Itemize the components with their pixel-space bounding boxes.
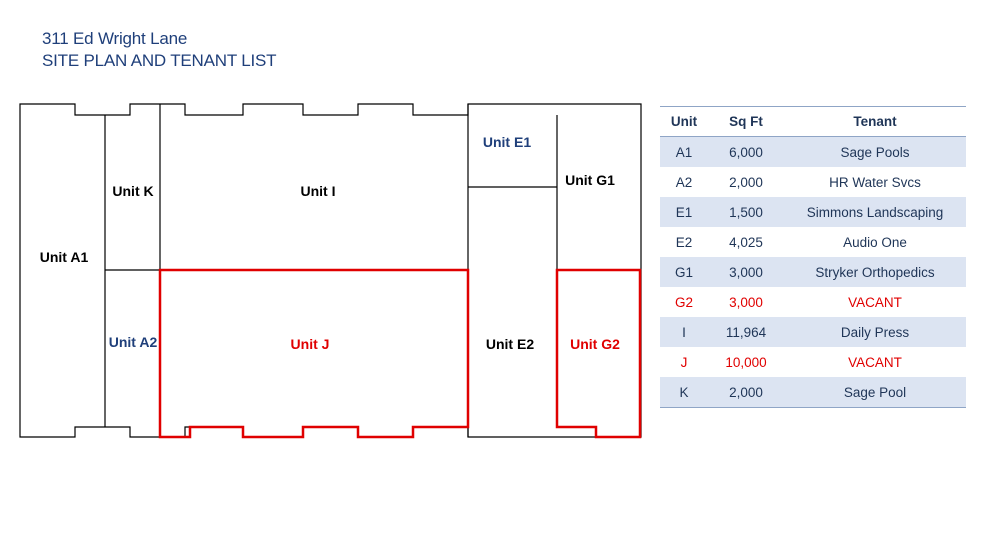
unit-e1-label: Unit E1 bbox=[483, 134, 531, 150]
tenant-cell: Audio One bbox=[843, 234, 907, 250]
table-row: E2 4,025 Audio One bbox=[660, 227, 966, 257]
sqft-cell: 3,000 bbox=[708, 257, 784, 287]
tenant-cell: Daily Press bbox=[784, 317, 966, 347]
unit-k-label: Unit K bbox=[112, 183, 153, 199]
table-row: G1 3,000 Stryker Orthopedics bbox=[660, 257, 966, 287]
column-header-tenant: Tenant bbox=[784, 106, 966, 137]
sqft-cell: 10,000 bbox=[725, 354, 767, 370]
address-title: 311 Ed Wright Lane bbox=[42, 29, 188, 48]
page-title-block: 311 Ed Wright Lane SITE PLAN AND TENANT … bbox=[42, 28, 277, 72]
tenant-table: Unit Sq Ft Tenant A1 6,000 Sage Pools A2… bbox=[660, 106, 966, 408]
tenant-cell: Sage Pools bbox=[784, 136, 966, 167]
unit-cell: A2 bbox=[675, 174, 693, 190]
tenant-cell: Stryker Orthopedics bbox=[784, 257, 966, 287]
column-header-unit: Unit bbox=[660, 106, 708, 137]
unit-a1-label: Unit A1 bbox=[40, 249, 89, 265]
sqft-cell: 11,964 bbox=[708, 317, 784, 347]
sqft-cell: 4,025 bbox=[729, 234, 763, 250]
unit-i-label: Unit I bbox=[301, 183, 336, 199]
table-row: K 2,000 Sage Pool bbox=[660, 377, 966, 408]
table-row: I 11,964 Daily Press bbox=[660, 317, 966, 347]
table-header-row: Unit Sq Ft Tenant bbox=[660, 106, 966, 137]
sqft-cell: 2,000 bbox=[708, 377, 784, 408]
table-row-vacant: G2 3,000 VACANT bbox=[660, 287, 966, 317]
tenant-cell: Simmons Landscaping bbox=[784, 197, 966, 227]
table-row: A1 6,000 Sage Pools bbox=[660, 136, 966, 167]
table-row-vacant: J 10,000 VACANT bbox=[660, 347, 966, 377]
table-row: E1 1,500 Simmons Landscaping bbox=[660, 197, 966, 227]
unit-a2-label: Unit A2 bbox=[109, 334, 158, 350]
unit-cell: J bbox=[680, 354, 688, 370]
unit-cell: E2 bbox=[675, 234, 693, 250]
unit-cell: I bbox=[660, 317, 708, 347]
unit-g1-label: Unit G1 bbox=[565, 172, 615, 188]
unit-cell: K bbox=[660, 377, 708, 408]
column-header-sqft: Sq Ft bbox=[708, 106, 784, 137]
sqft-cell: 3,000 bbox=[729, 294, 763, 310]
table-row: A2 2,000 HR Water Svcs bbox=[660, 167, 966, 197]
page-subtitle: SITE PLAN AND TENANT LIST bbox=[42, 51, 277, 70]
sqft-cell: 1,500 bbox=[708, 197, 784, 227]
unit-j-label: Unit J bbox=[291, 336, 330, 352]
unit-cell: G2 bbox=[674, 294, 693, 310]
site-plan-diagram: Unit A1 Unit K Unit A2 Unit I Unit J Uni… bbox=[19, 103, 642, 439]
tenant-cell: VACANT bbox=[848, 354, 902, 370]
sqft-cell: 2,000 bbox=[729, 174, 763, 190]
unit-cell: A1 bbox=[660, 136, 708, 167]
unit-cell: G1 bbox=[660, 257, 708, 287]
unit-j-highlight[interactable] bbox=[158, 268, 470, 439]
tenant-cell: HR Water Svcs bbox=[829, 174, 921, 190]
sqft-cell: 6,000 bbox=[708, 136, 784, 167]
unit-g2-highlight[interactable] bbox=[555, 268, 642, 439]
unit-cell: E1 bbox=[660, 197, 708, 227]
tenant-cell: Sage Pool bbox=[784, 377, 966, 408]
unit-e2-label: Unit E2 bbox=[486, 336, 534, 352]
unit-g2-label: Unit G2 bbox=[570, 336, 620, 352]
tenant-cell: VACANT bbox=[848, 294, 902, 310]
